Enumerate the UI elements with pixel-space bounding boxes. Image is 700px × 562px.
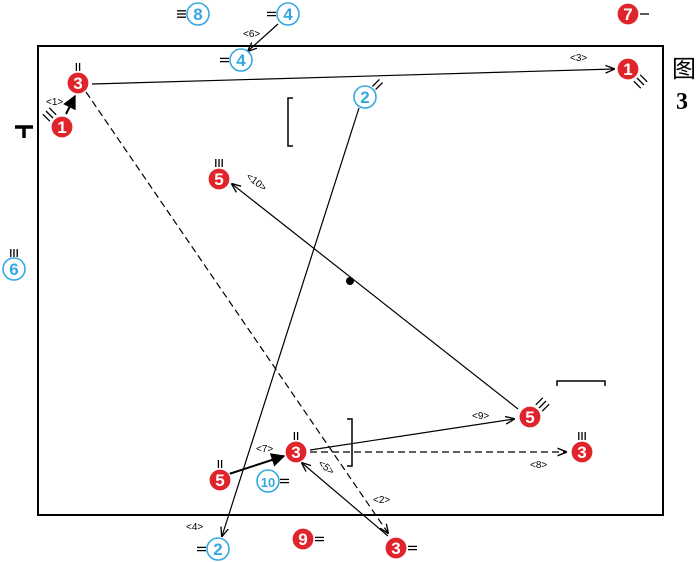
arrow-2	[85, 91, 388, 533]
player-tick	[42, 113, 51, 122]
player-token	[256, 469, 280, 493]
player-token	[384, 536, 408, 560]
player-red-3-right: 3	[570, 432, 594, 464]
player-token	[284, 440, 308, 464]
player-tick	[538, 400, 547, 409]
player-blue-8: 8	[177, 2, 210, 26]
player-tick	[535, 397, 544, 406]
player-blue-6: 6	[2, 249, 26, 281]
arrow-3	[91, 69, 614, 85]
arrow-label-6: <6>	[243, 29, 260, 40]
player-number: 2	[360, 88, 369, 107]
player-token	[616, 57, 640, 81]
player-number: 10	[261, 475, 275, 490]
player-token	[208, 468, 232, 492]
arrow-label-7: <7>	[256, 444, 273, 455]
arrow-label-3: <3>	[570, 53, 587, 64]
player-token	[616, 2, 640, 26]
player-token	[50, 115, 74, 139]
player-red-3-top: 3	[66, 63, 90, 95]
player-tick	[375, 82, 384, 91]
player-number: 2	[213, 540, 222, 559]
player-number: 3	[73, 74, 82, 93]
player-tick	[371, 78, 380, 87]
player-blue-2-top: 2	[353, 78, 384, 109]
ball-dot	[346, 277, 354, 285]
arrow-label-1: <1>	[46, 97, 63, 108]
player-tick	[639, 74, 648, 83]
player-number: 4	[283, 5, 293, 24]
player-red-5-low: 5	[208, 460, 232, 492]
bracket-right	[556, 380, 606, 386]
player-number: 9	[298, 530, 307, 549]
player-number: 6	[9, 260, 18, 279]
arrow-4	[222, 107, 360, 536]
player-red-1-right: 1	[616, 57, 648, 89]
bracket-bottom	[347, 418, 353, 467]
player-token	[2, 257, 26, 281]
arrow-label-4: <4>	[186, 522, 203, 533]
player-red-9: 9	[291, 527, 324, 551]
arrow-7	[228, 453, 286, 475]
player-number: 3	[577, 443, 586, 462]
player-blue-2-bottom: 2	[197, 537, 230, 561]
player-red-7: 7	[616, 2, 649, 26]
figure-char: 图	[672, 57, 696, 83]
court-boundary	[37, 45, 664, 516]
player-number: 5	[214, 170, 223, 189]
arrow-5	[302, 463, 389, 537]
arrow-label-5: <5>	[316, 458, 336, 477]
t-marker	[15, 125, 33, 138]
arrow-label-9: <9>	[472, 411, 489, 422]
player-red-3-bottom: 3	[384, 536, 417, 560]
arrow-label-10: <10>	[244, 171, 269, 194]
player-number: 1	[57, 118, 66, 137]
player-token	[206, 537, 230, 561]
player-tick	[45, 110, 54, 119]
player-tick	[541, 403, 550, 412]
player-blue-4-top: 4	[267, 2, 300, 26]
player-number: 5	[215, 471, 224, 490]
player-token	[570, 440, 594, 464]
bracket-top	[287, 97, 293, 147]
player-token	[229, 48, 253, 72]
player-red-5-right: 5	[518, 397, 550, 429]
arrow-10	[232, 184, 519, 410]
arrow-9	[309, 419, 514, 451]
player-blue-4-mid: 4	[220, 48, 253, 72]
player-red-3-center: 3	[284, 432, 308, 464]
arrow-6	[248, 23, 279, 51]
player-tick	[633, 80, 642, 89]
player-red-1-left: 1	[42, 107, 74, 139]
player-number: 5	[525, 408, 534, 427]
player-red-5-mid: 5	[207, 159, 231, 191]
player-number: 8	[193, 5, 202, 24]
player-token	[291, 527, 315, 551]
player-token	[207, 167, 231, 191]
players-layer: 1 3 1 7 5 5 3 5 3 9 3 8 4 4 2 6 10 2	[2, 2, 649, 561]
player-token	[276, 2, 300, 26]
player-number: 7	[623, 5, 632, 24]
player-blue-10: 10	[256, 469, 289, 493]
player-tick	[48, 107, 57, 116]
arrow-1	[63, 94, 76, 115]
player-token	[518, 405, 542, 429]
player-number: 3	[291, 443, 300, 462]
arrow-label-2: <2>	[373, 495, 390, 506]
figure-number: 3	[676, 89, 688, 115]
player-number: 3	[391, 539, 400, 558]
player-token	[353, 85, 377, 109]
player-number: 1	[623, 60, 632, 79]
player-number: 4	[236, 51, 246, 70]
arrow-label-8: <8>	[530, 460, 547, 471]
player-token	[66, 71, 90, 95]
player-token	[186, 2, 210, 26]
player-tick	[636, 77, 645, 86]
